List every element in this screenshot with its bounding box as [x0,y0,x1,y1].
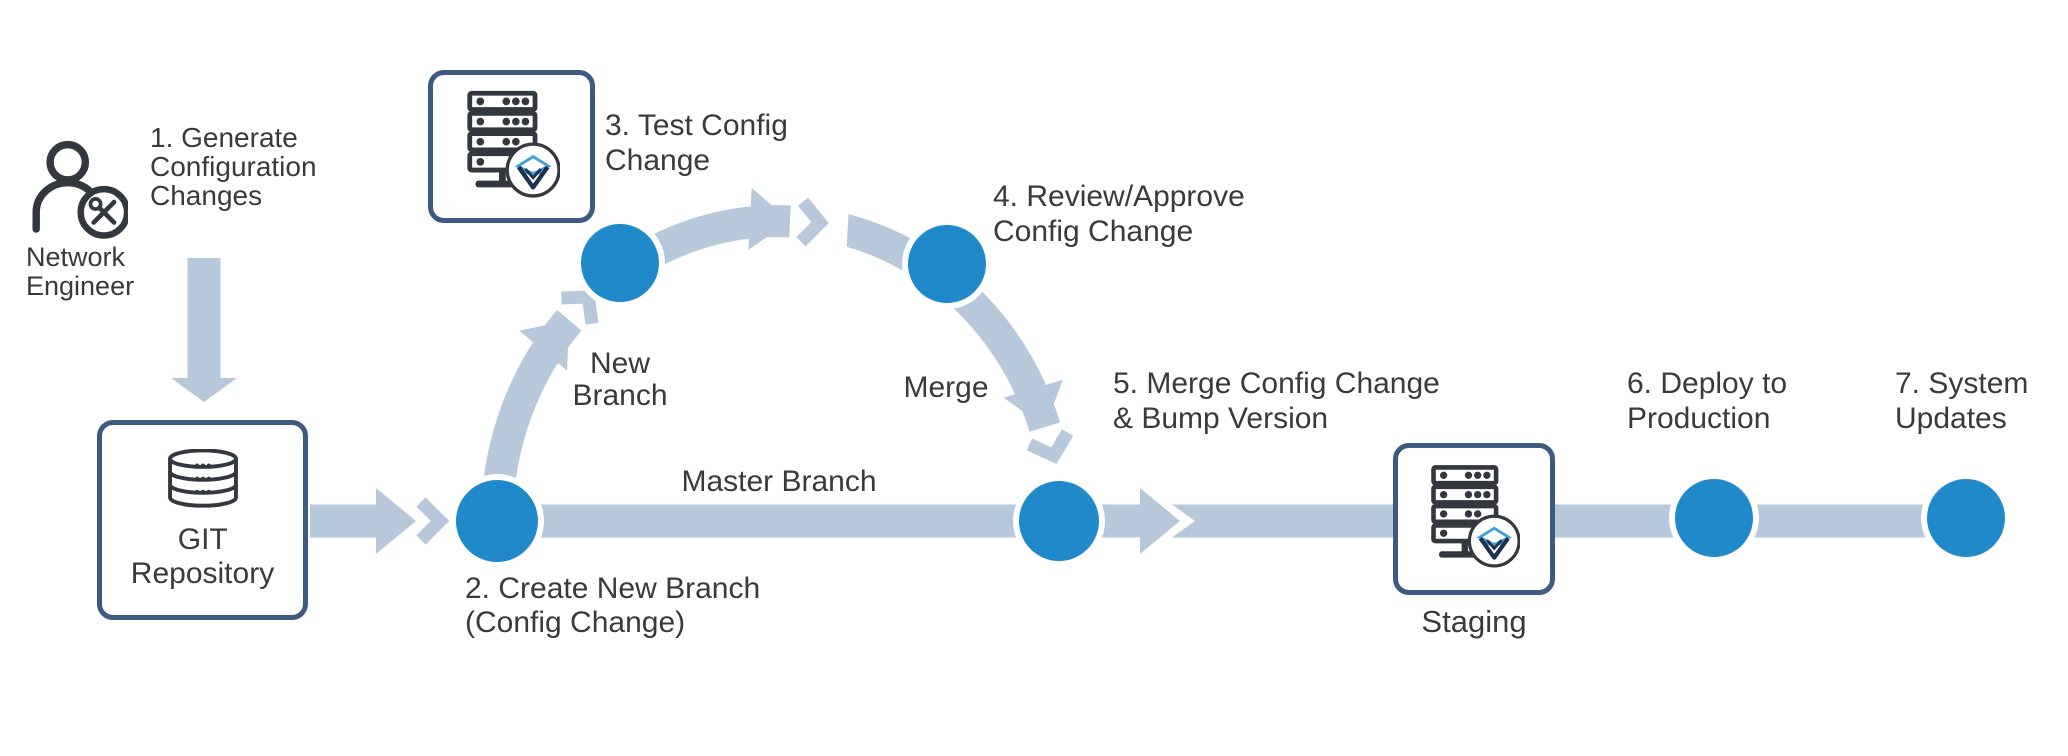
automation-logo-icon [1467,514,1520,568]
git-arrowhead-icon [376,488,416,554]
step-4-label: 4. Review/Approve Config Change [993,179,1245,249]
step-7-line: 7. System [1895,367,2029,400]
node-test-config [575,218,665,308]
staging-server-box [1393,443,1555,595]
actor-line: Engineer [26,271,135,301]
step-1-line: 1. Generate [150,122,298,153]
step-3-label: 3. Test Config Change [605,108,788,178]
new-branch-label: New Branch [572,348,667,412]
step-4-line: 4. Review/Approve [993,180,1245,213]
arc-arrowhead-right-icon [748,187,850,250]
merge-arrowhead-down-icon [1003,379,1087,491]
step-3-line: Change [605,144,711,177]
step-7-line: Updates [1895,402,2007,435]
network-engineer-label: Network Engineer [26,243,134,301]
git-repository-box: GIT Repository [97,420,308,620]
step-2-line: (Config Change) [465,606,686,639]
master-branch-label: Master Branch [681,465,877,498]
server-rack-icon [466,90,560,198]
git-label-line: Repository [130,557,275,590]
node-deploy [1669,473,1759,563]
merge-label: Merge [903,371,989,404]
step-3-line: 3. Test Config [605,109,788,142]
step-1-line: Changes [150,180,263,211]
node-merge-bump [1013,475,1105,567]
step-1-label: 1. Generate Configuration Changes [150,123,317,210]
new-branch-line: Branch [572,379,668,412]
step-5-label: 5. Merge Config Change & Bump Version [1113,366,1440,436]
step-1-line: Configuration [150,151,317,182]
step-5-line: & Bump Version [1113,402,1329,435]
step-6-label: 6. Deploy to Production [1627,366,1787,436]
deploy-band [1172,504,1966,538]
git-chevron-icon [416,497,450,545]
step-4-line: Config Change [993,215,1194,248]
git-label-line: GIT [177,523,228,556]
master-arrowhead-icon [1140,488,1180,554]
automation-logo-icon [505,141,560,198]
step-2-label: 2. Create New Branch (Config Change) [465,572,760,640]
staging-label: Staging [1421,604,1527,639]
down-arrow-shaft [187,258,221,380]
step-6-line: Production [1627,402,1771,435]
step-7-label: 7. System Updates [1895,366,2028,436]
actor-line: Network [26,242,126,272]
network-engineer-icon [32,140,128,239]
step-5-line: 5. Merge Config Change [1113,367,1440,400]
node-system-updates [1921,473,2011,563]
server-rack-icon [1431,465,1520,568]
git-arrow-shaft [310,504,376,538]
node-create-branch [450,474,544,568]
new-branch-line: New [589,347,650,380]
down-arrowhead-icon [171,378,237,402]
node-review-approve [902,219,992,309]
step-2-line: 2. Create New Branch [465,572,761,605]
database-icon [167,449,238,508]
git-repository-label: GIT Repository [102,523,303,591]
step-6-line: 6. Deploy to [1627,367,1788,400]
test-server-box [428,70,595,223]
